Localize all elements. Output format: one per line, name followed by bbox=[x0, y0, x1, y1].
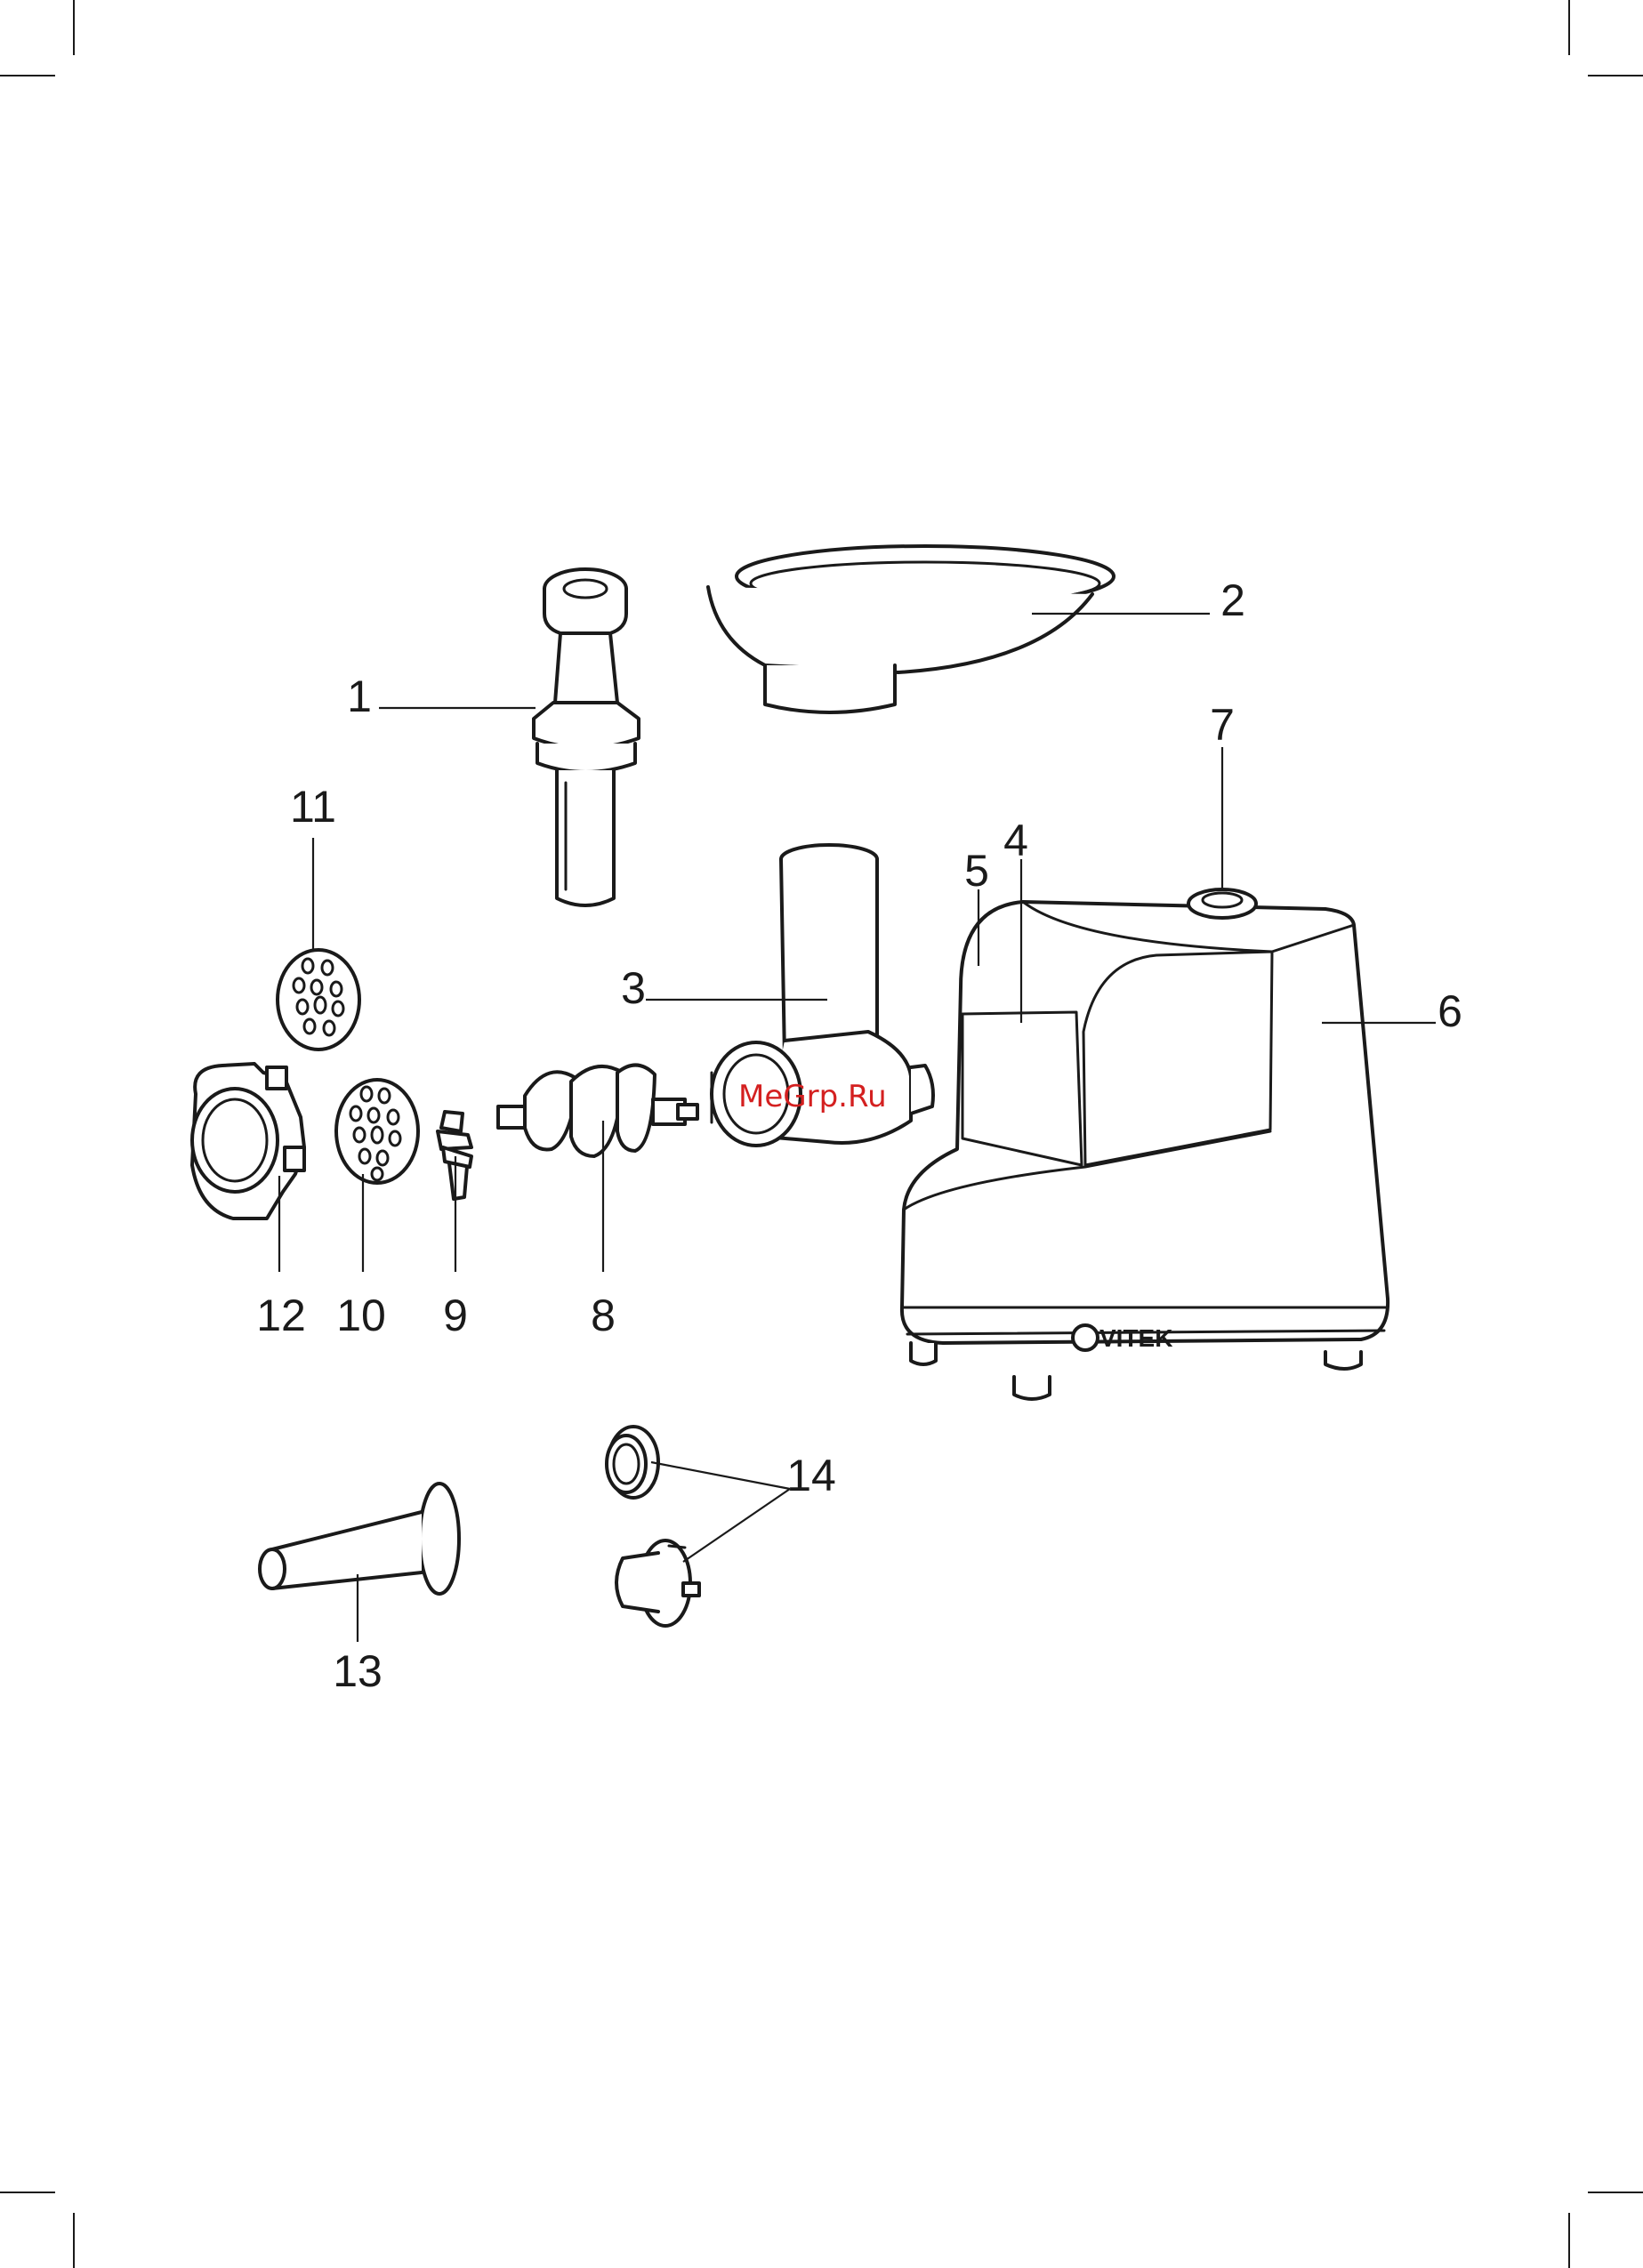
callout-7: 7 bbox=[1210, 700, 1235, 750]
coarse-disc-drawing bbox=[278, 950, 359, 1050]
callout-8: 8 bbox=[591, 1291, 616, 1340]
power-switch-drawing bbox=[1188, 889, 1256, 918]
watermark-text: MeGrp.Ru bbox=[738, 1079, 887, 1114]
motor-unit-drawing: VITEK bbox=[902, 902, 1388, 1399]
fine-disc-drawing bbox=[336, 1080, 418, 1183]
callout-3: 3 bbox=[621, 963, 646, 1013]
callout-4: 4 bbox=[1003, 816, 1028, 865]
callout-5: 5 bbox=[964, 846, 989, 896]
callout-12: 12 bbox=[256, 1291, 306, 1340]
callout-13: 13 bbox=[333, 1646, 383, 1696]
callout-6: 6 bbox=[1438, 986, 1462, 1036]
auger-drawing bbox=[498, 1065, 697, 1156]
kebbe-attachment-drawing bbox=[607, 1427, 699, 1626]
sausage-nozzle-drawing bbox=[260, 1484, 459, 1594]
brand-label: VITEK bbox=[1099, 1324, 1172, 1352]
callout-9: 9 bbox=[443, 1291, 468, 1340]
callout-14: 14 bbox=[786, 1451, 836, 1500]
callout-10: 10 bbox=[336, 1291, 386, 1340]
callout-2: 2 bbox=[1220, 575, 1245, 625]
callout-1: 1 bbox=[347, 672, 372, 721]
pusher-drawing bbox=[534, 569, 639, 905]
callout-11: 11 bbox=[290, 782, 336, 832]
ring-nut-drawing bbox=[192, 1064, 304, 1218]
tray-drawing bbox=[708, 546, 1114, 712]
